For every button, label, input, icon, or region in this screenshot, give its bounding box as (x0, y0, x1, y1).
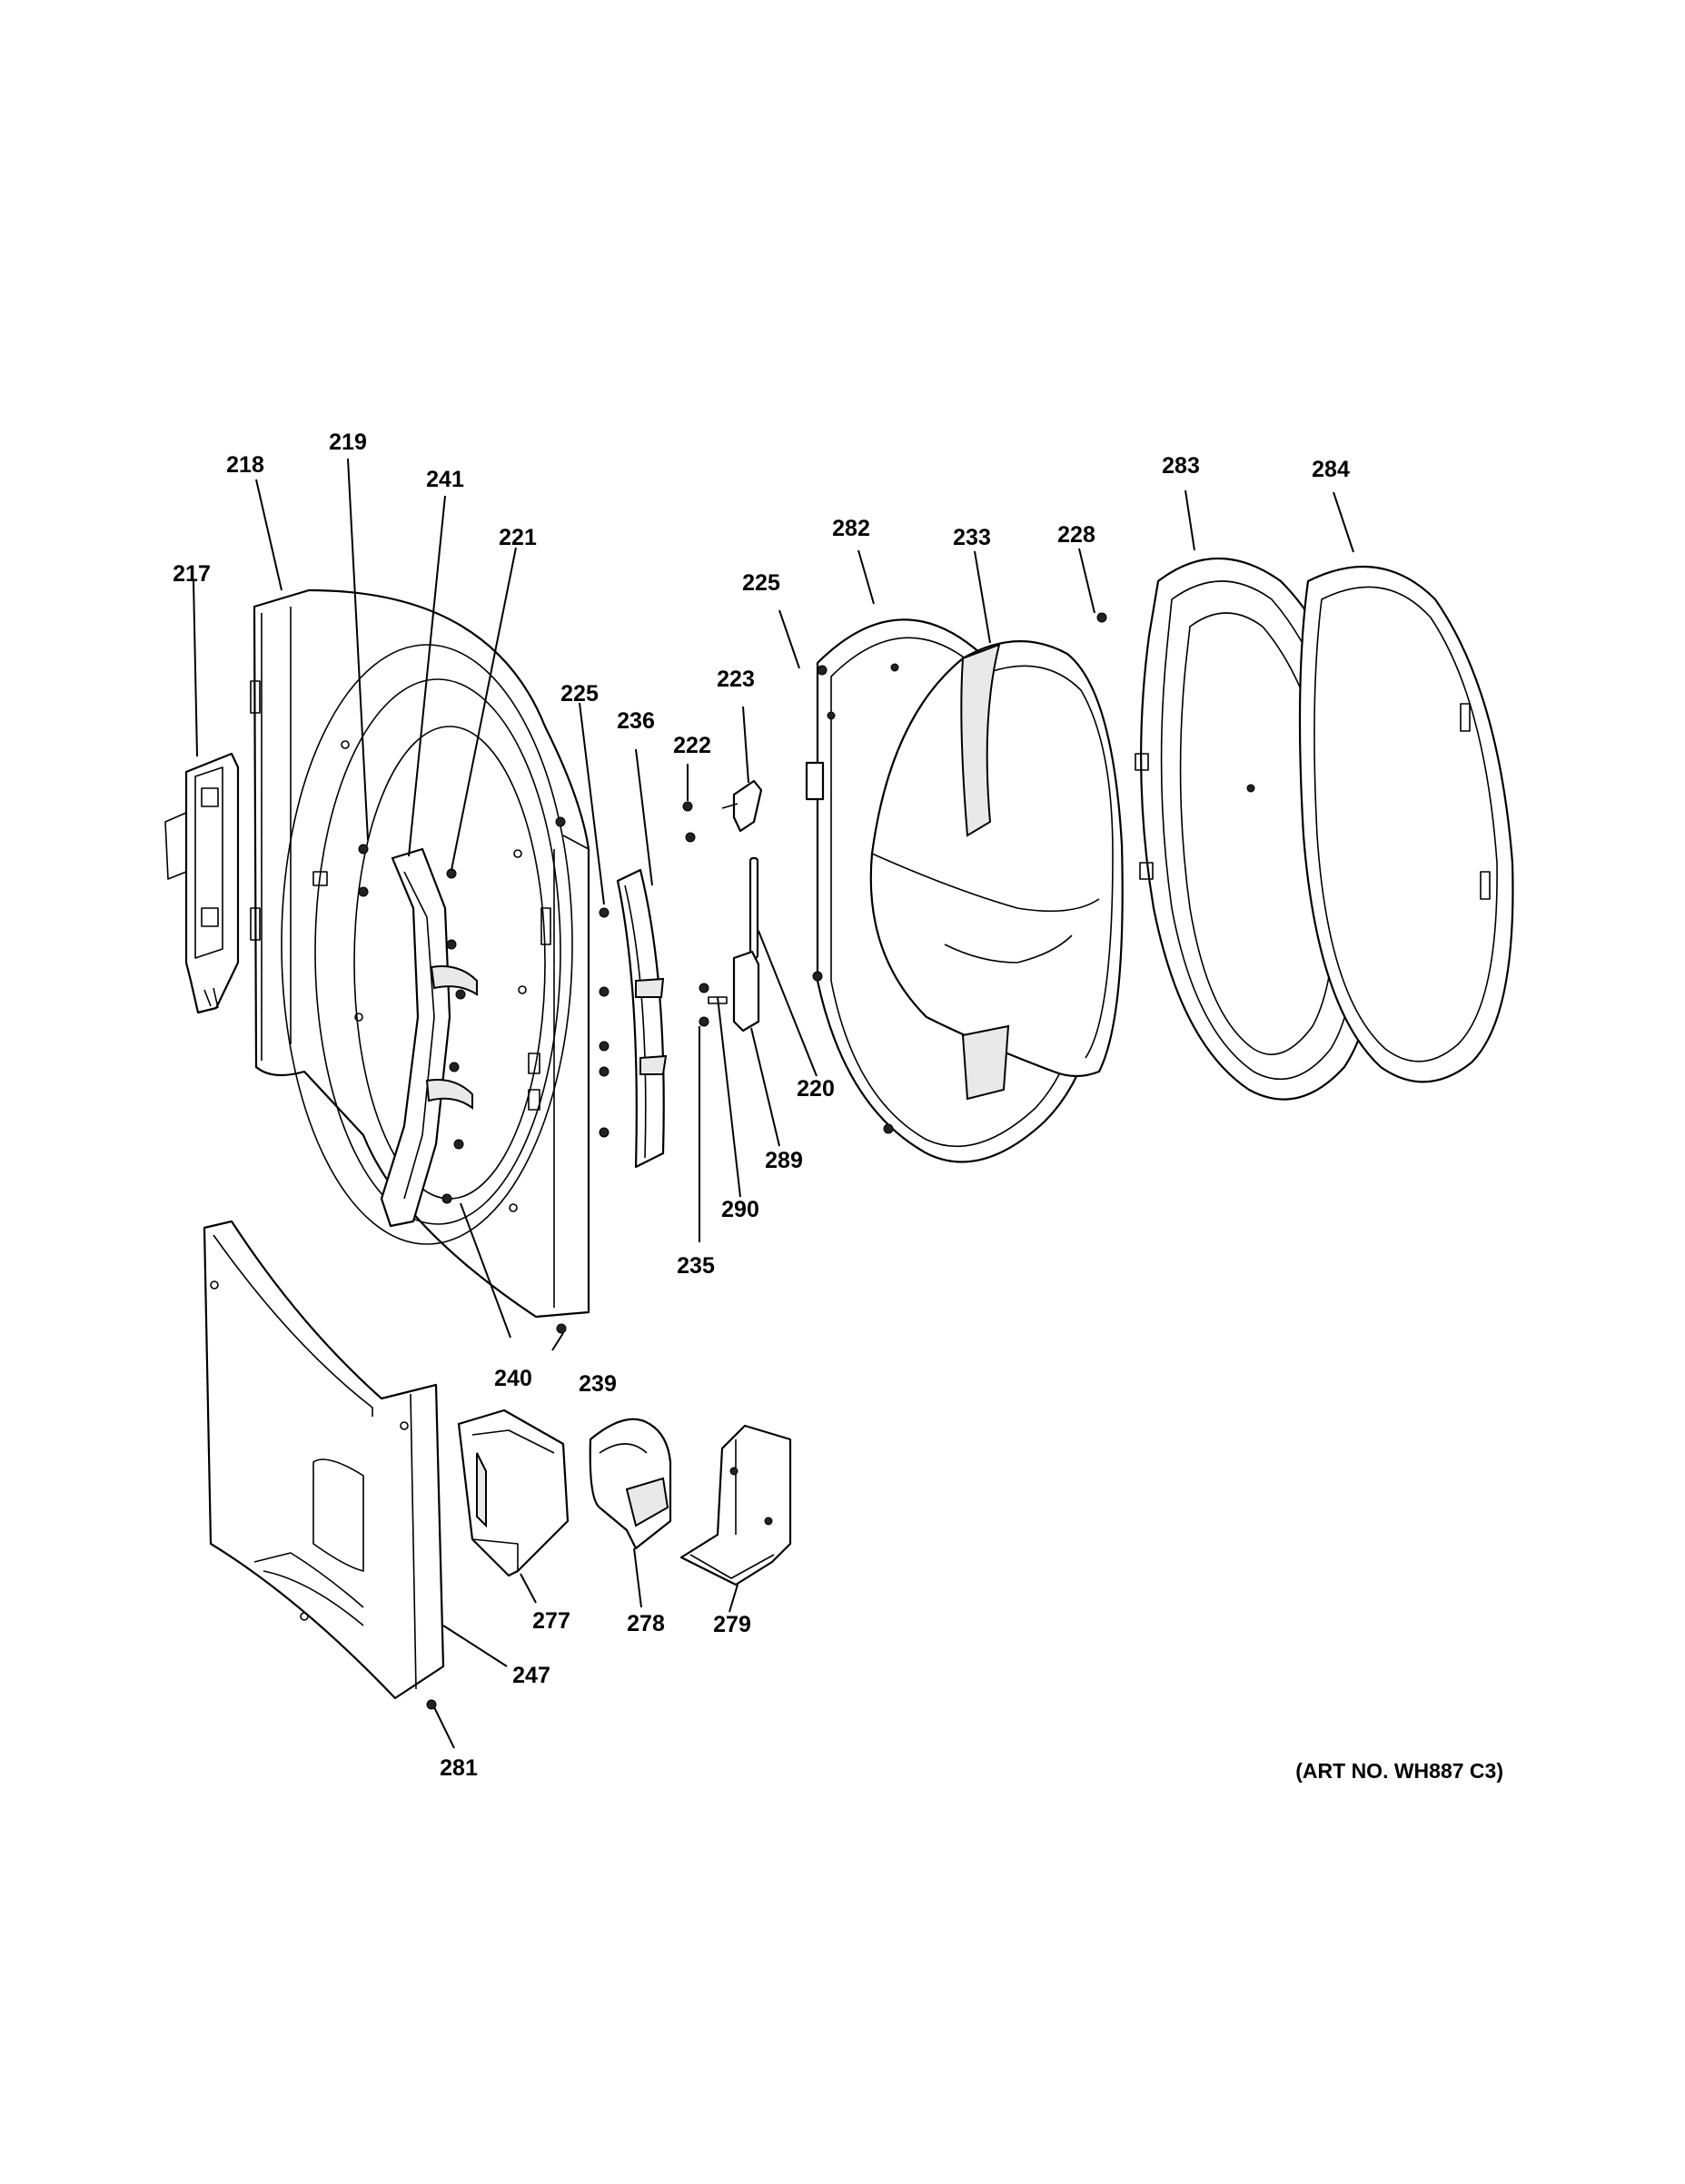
part-241-hinge-strip (380, 847, 478, 1228)
callout-282: 282 (832, 516, 870, 541)
callout-278: 278 (627, 1611, 665, 1636)
callout-223: 223 (717, 667, 755, 692)
callout-219: 219 (329, 430, 367, 455)
callout-290: 290 (721, 1197, 759, 1222)
callout-279: 279 (713, 1612, 751, 1637)
leader-lines (193, 458, 1354, 1749)
part-236-lock-cover (599, 868, 668, 1169)
callout-217: 217 (173, 561, 211, 587)
part-228-screw (1096, 612, 1107, 623)
callout-235: 235 (677, 1253, 715, 1279)
callout-240: 240 (494, 1366, 532, 1391)
callout-247: 247 (512, 1663, 550, 1688)
part-277-hinge-cover (457, 1408, 570, 1577)
front-panel-screws (358, 816, 567, 1334)
art-number: (ART NO. WH887 C3) (1295, 1759, 1503, 1783)
callout-284: 284 (1312, 457, 1350, 482)
part-217-bracket (164, 752, 240, 1014)
callout-289: 289 (765, 1148, 803, 1173)
callout-281: 281 (440, 1755, 478, 1781)
part-233-door-glass (869, 640, 1124, 1101)
callout-221: 221 (499, 525, 537, 550)
callout-220: 220 (797, 1076, 835, 1102)
callout-241: 241 (426, 467, 464, 492)
callout-277: 277 (532, 1608, 570, 1634)
callout-225b: 225 (742, 570, 780, 596)
part-247-lower-panel (203, 1220, 445, 1710)
callout-222: 222 (673, 733, 711, 758)
callout-218: 218 (226, 452, 264, 478)
part-278-cover-cap (589, 1418, 672, 1550)
part-279-bracket (679, 1424, 792, 1586)
callout-labels: 217 218 219 241 221 225 236 222 223 225 … (173, 430, 1503, 1783)
part-284-trim-ring (1298, 565, 1514, 1083)
callout-283: 283 (1162, 453, 1200, 479)
latch-components (682, 779, 763, 1033)
callout-239: 239 (579, 1371, 617, 1397)
callout-228: 228 (1057, 522, 1095, 548)
callout-225a: 225 (560, 681, 599, 707)
callout-236: 236 (617, 708, 655, 734)
callout-233: 233 (953, 525, 991, 550)
